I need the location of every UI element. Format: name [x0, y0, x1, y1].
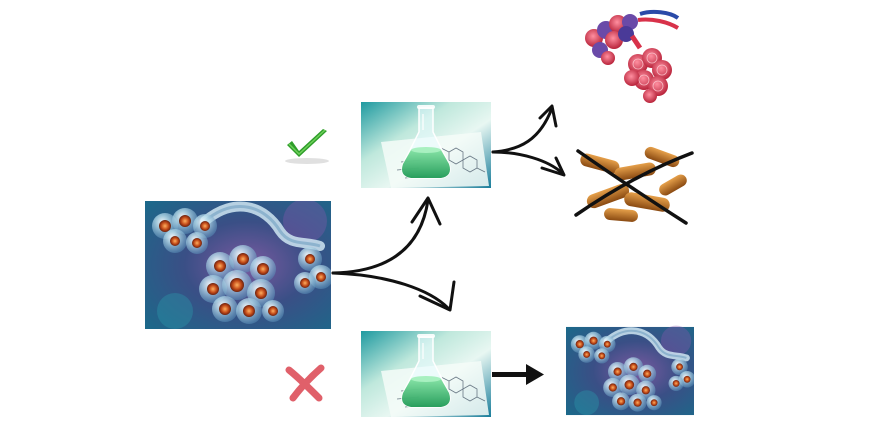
arrow-to-result	[492, 364, 544, 385]
arrow-to-bottom-flask	[331, 271, 450, 310]
arrow-to-bacteria	[491, 150, 564, 175]
arrow-to-top-flask	[331, 198, 430, 275]
green-check-icon	[283, 127, 331, 165]
lung-alveoli-icon	[580, 8, 680, 104]
bacteria-icon	[574, 145, 694, 227]
cross-out-stroke	[576, 149, 688, 225]
red-x-icon	[285, 364, 325, 402]
